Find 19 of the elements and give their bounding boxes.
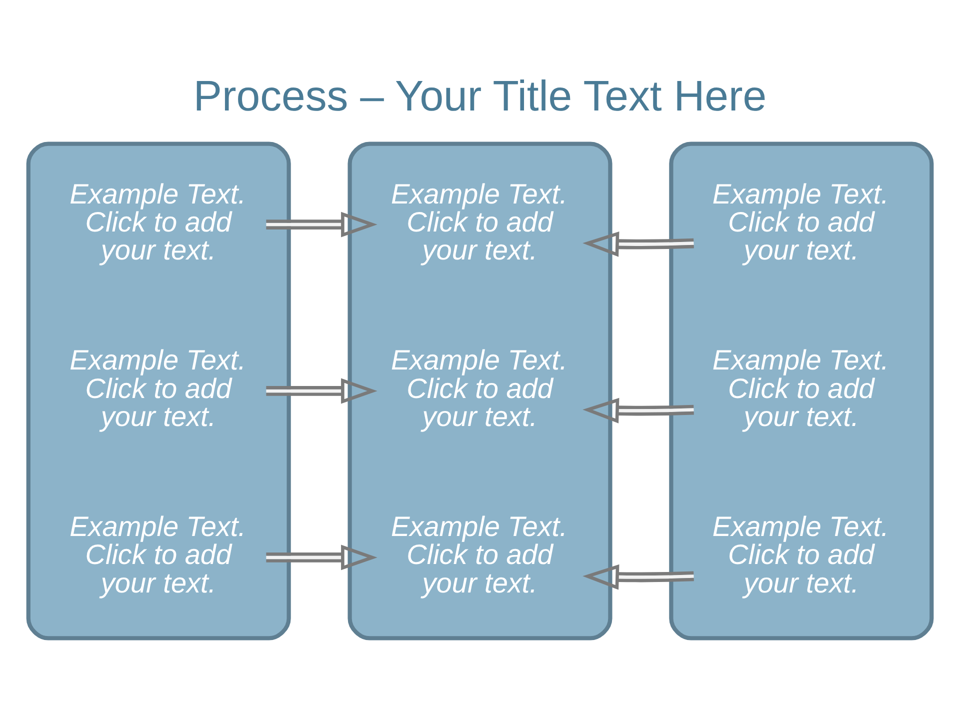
arrow: [582, 564, 694, 590]
node-text: Example Text. Click to add your text.: [712, 178, 889, 265]
node-text: Example Text. Click to add your text.: [390, 344, 568, 432]
cluster: [348, 141, 612, 640]
node-text: Example Text. Click to add your text.: [70, 510, 246, 598]
node-text: Example Text. Click to add your text.: [70, 344, 246, 432]
node-text: Example Text. Click to add your text.: [390, 178, 568, 265]
arrow: [582, 230, 694, 256]
node-text: Example Text. Click to add your text.: [390, 510, 568, 598]
cluster: [26, 141, 291, 640]
diagram-title: Process – Your Title Text Here: [193, 72, 767, 120]
arrow: [266, 544, 378, 570]
cluster: [669, 141, 934, 640]
arrow: [266, 378, 378, 404]
arrow: [582, 397, 694, 423]
node-text: Example Text. Click to add your text.: [712, 510, 889, 598]
node-text: Example Text. Click to add your text.: [712, 344, 889, 432]
node-text: Example Text. Click to add your text.: [70, 178, 246, 265]
arrow: [266, 211, 378, 237]
